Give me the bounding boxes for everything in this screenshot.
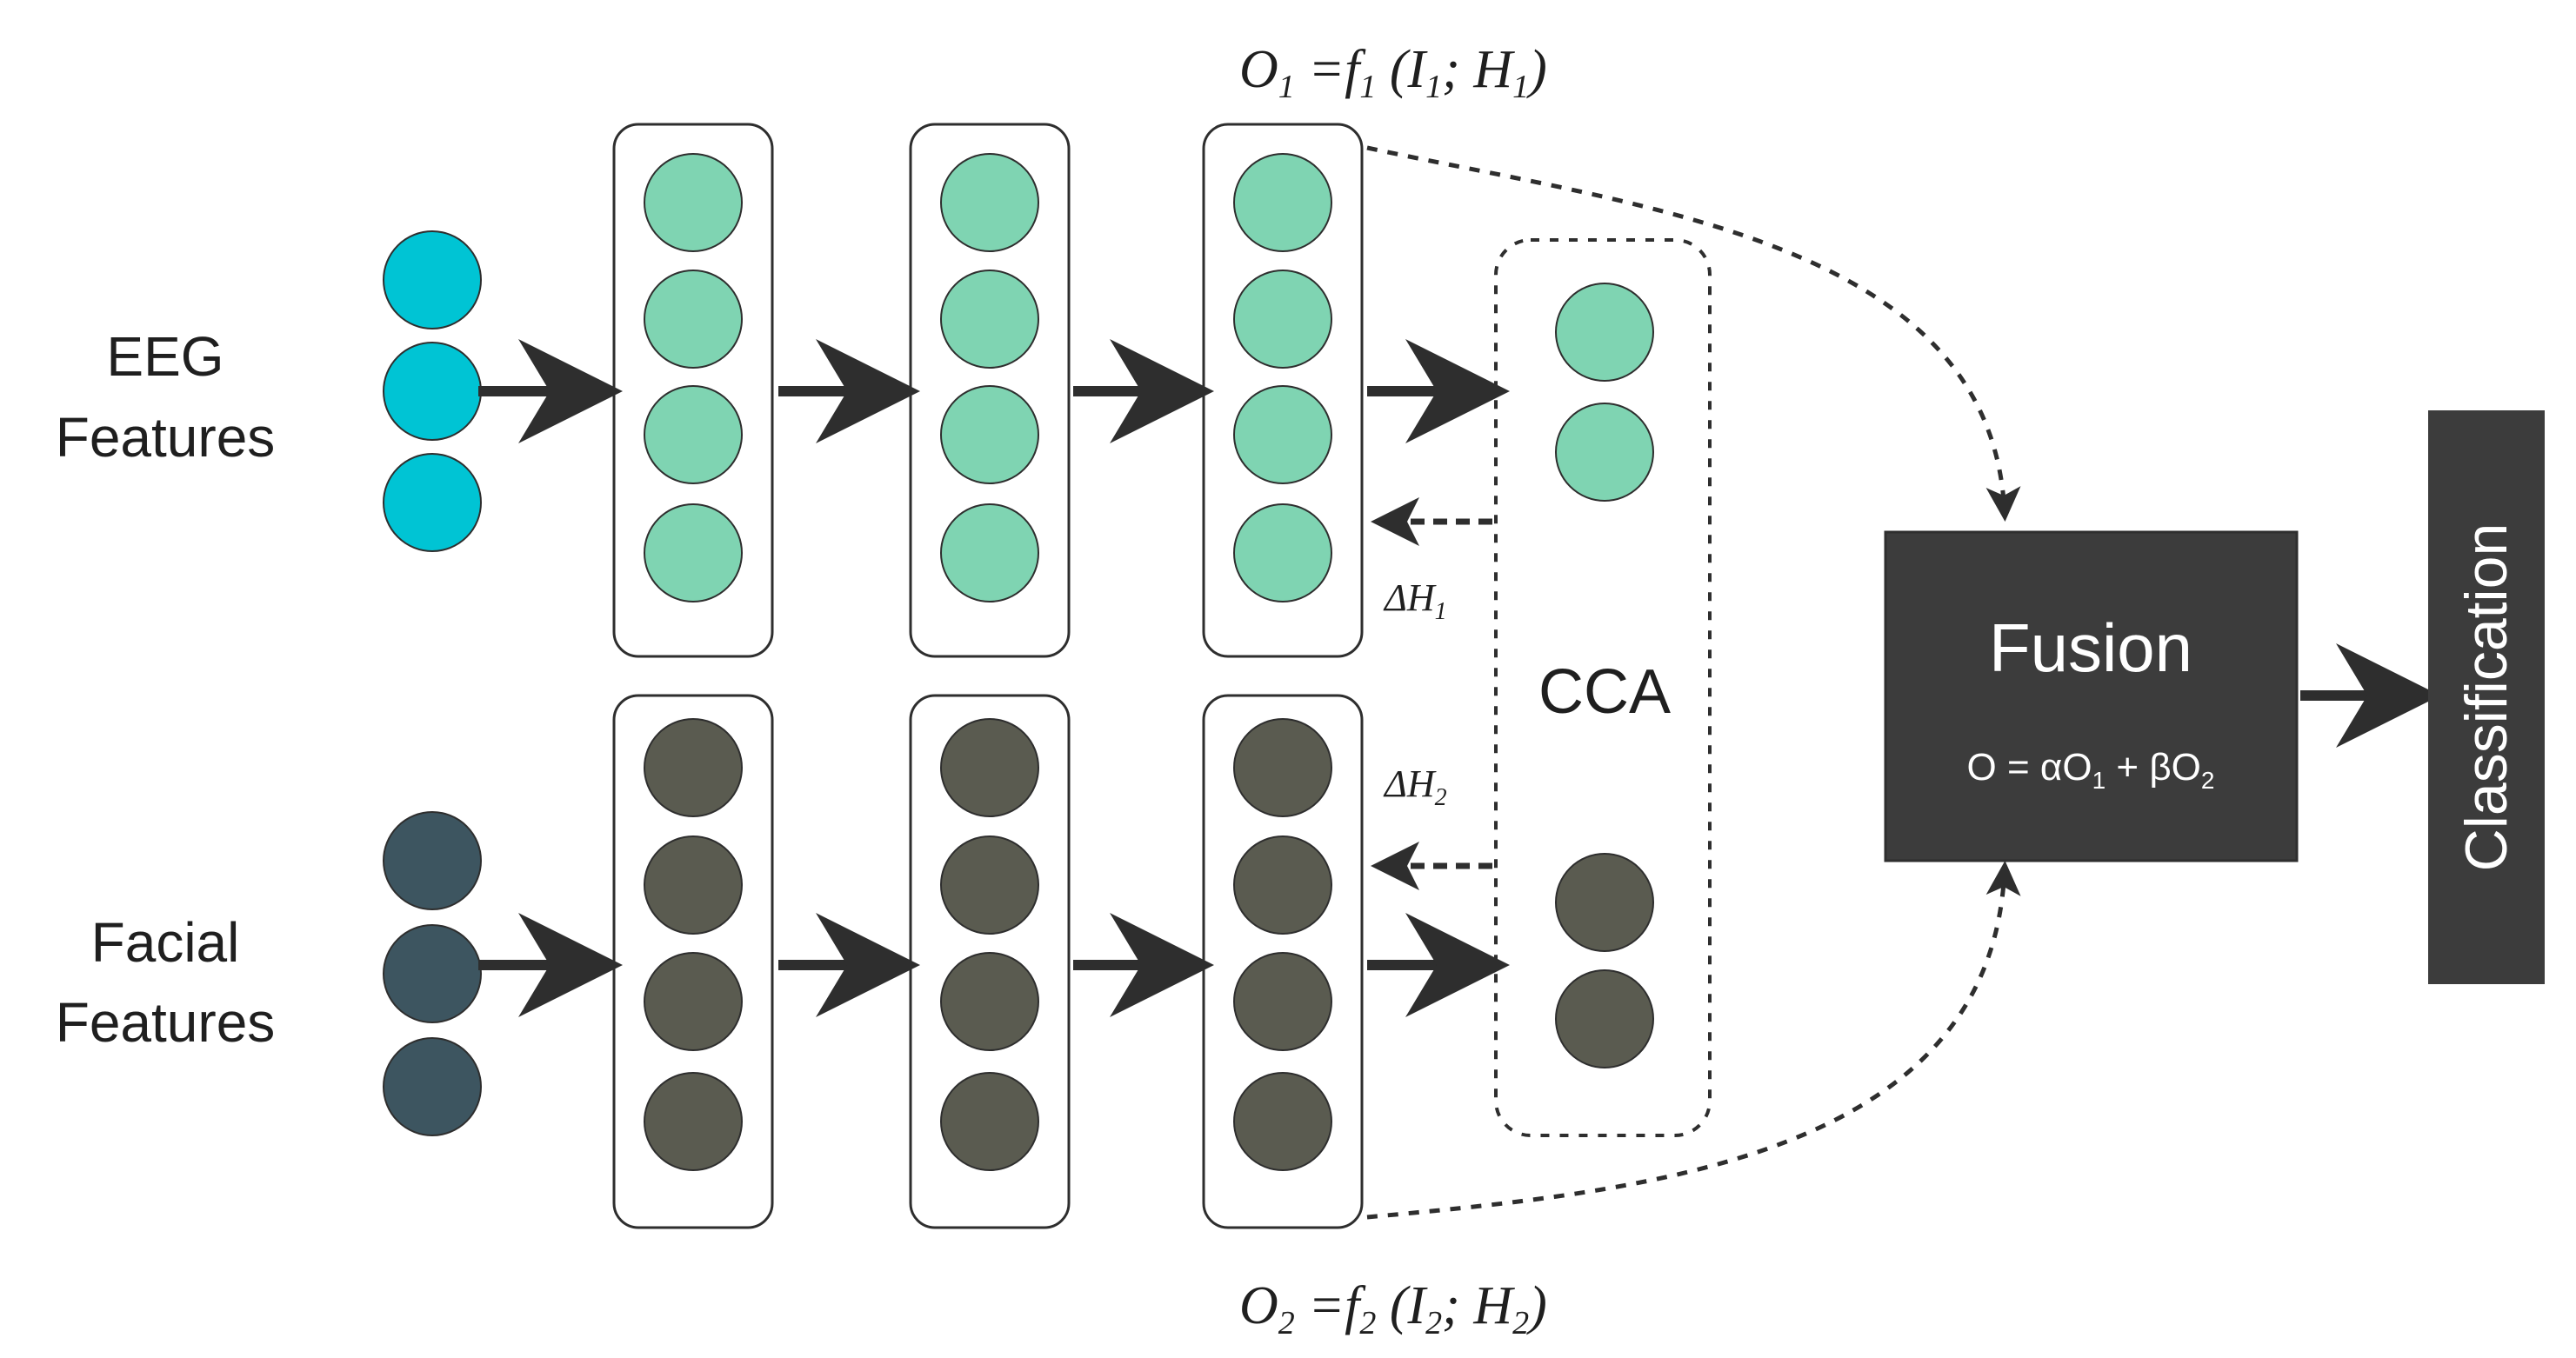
feedback-arrows — [1371, 497, 1492, 890]
facial-layer1-neuron-1 — [644, 718, 743, 817]
facial-layer3-neuron-4 — [1233, 1072, 1332, 1171]
eeg-layer2-neuron-3 — [940, 385, 1039, 484]
eeg-layer1-neuron-1 — [644, 153, 743, 252]
facial-to-fusion-curve — [1366, 861, 2021, 1220]
delta-h2-label: ΔH2 — [1383, 762, 1447, 811]
o1-equation: O1 =f1 (I1; H1) — [1239, 40, 1547, 105]
facial-layer3-neuron-3 — [1233, 952, 1332, 1051]
facial-layer1-neuron-4 — [644, 1072, 743, 1171]
facial-layer2-neuron-4 — [940, 1072, 1039, 1171]
classification-box — [2428, 410, 2545, 984]
facial-layer3-neuron-1 — [1233, 718, 1332, 817]
eeg-input-neuron-3 — [383, 453, 482, 552]
eeg-layer2-neuron-1 — [940, 153, 1039, 252]
cca-box — [1494, 238, 1712, 1137]
eeg-layer2-neuron-2 — [940, 270, 1039, 369]
facial-input-neuron-1 — [383, 811, 482, 910]
facial-layer1-neuron-2 — [644, 835, 743, 935]
fusion-box — [1884, 530, 2299, 862]
eeg-cca-neuron-2 — [1555, 403, 1654, 502]
facial-input-neuron-2 — [383, 924, 482, 1023]
delta-h1-label: ΔH1 — [1383, 576, 1447, 625]
fusion-formula: O = αO1 + βO2 — [1967, 746, 2215, 794]
facial-label-line1: Facial — [91, 911, 240, 974]
forward-arrows — [478, 339, 1510, 1017]
eeg-layer1-neuron-3 — [644, 385, 743, 484]
eeg-to-fusion-curve — [1366, 145, 2021, 522]
fusion-title: Fusion — [1989, 609, 2192, 686]
eeg-layer1-neuron-2 — [644, 270, 743, 369]
eeg-layer3-neuron-4 — [1233, 503, 1332, 602]
cca-label: CCA — [1538, 657, 1671, 727]
facial-cca-neuron-2 — [1555, 969, 1654, 1068]
eeg-label-line1: EEG — [106, 325, 224, 388]
eeg-layer3-neuron-1 — [1233, 153, 1332, 252]
eeg-input-neuron-1 — [383, 230, 482, 330]
eeg-layer3-neuron-3 — [1233, 385, 1332, 484]
facial-layer2-neuron-2 — [940, 835, 1039, 935]
o2-equation: O2 =f2 (I2; H2) — [1239, 1276, 1547, 1341]
classification-label: Classification — [2453, 523, 2519, 872]
eeg-label-line2: Features — [56, 406, 276, 469]
eeg-cca-neuron-1 — [1555, 283, 1654, 382]
eeg-layer1-neuron-4 — [644, 503, 743, 602]
facial-cca-neuron-1 — [1555, 853, 1654, 952]
facial-layer1-neuron-3 — [644, 952, 743, 1051]
facial-layer2-neuron-3 — [940, 952, 1039, 1051]
eeg-layer3-neuron-2 — [1233, 270, 1332, 369]
facial-layer3-neuron-2 — [1233, 835, 1332, 935]
neuron-layers — [383, 153, 1654, 1171]
eeg-input-neuron-2 — [383, 342, 482, 441]
facial-label-line2: Features — [56, 991, 276, 1054]
facial-layer2-neuron-1 — [940, 718, 1039, 817]
eeg-layer2-neuron-4 — [940, 503, 1039, 602]
facial-input-neuron-3 — [383, 1037, 482, 1136]
